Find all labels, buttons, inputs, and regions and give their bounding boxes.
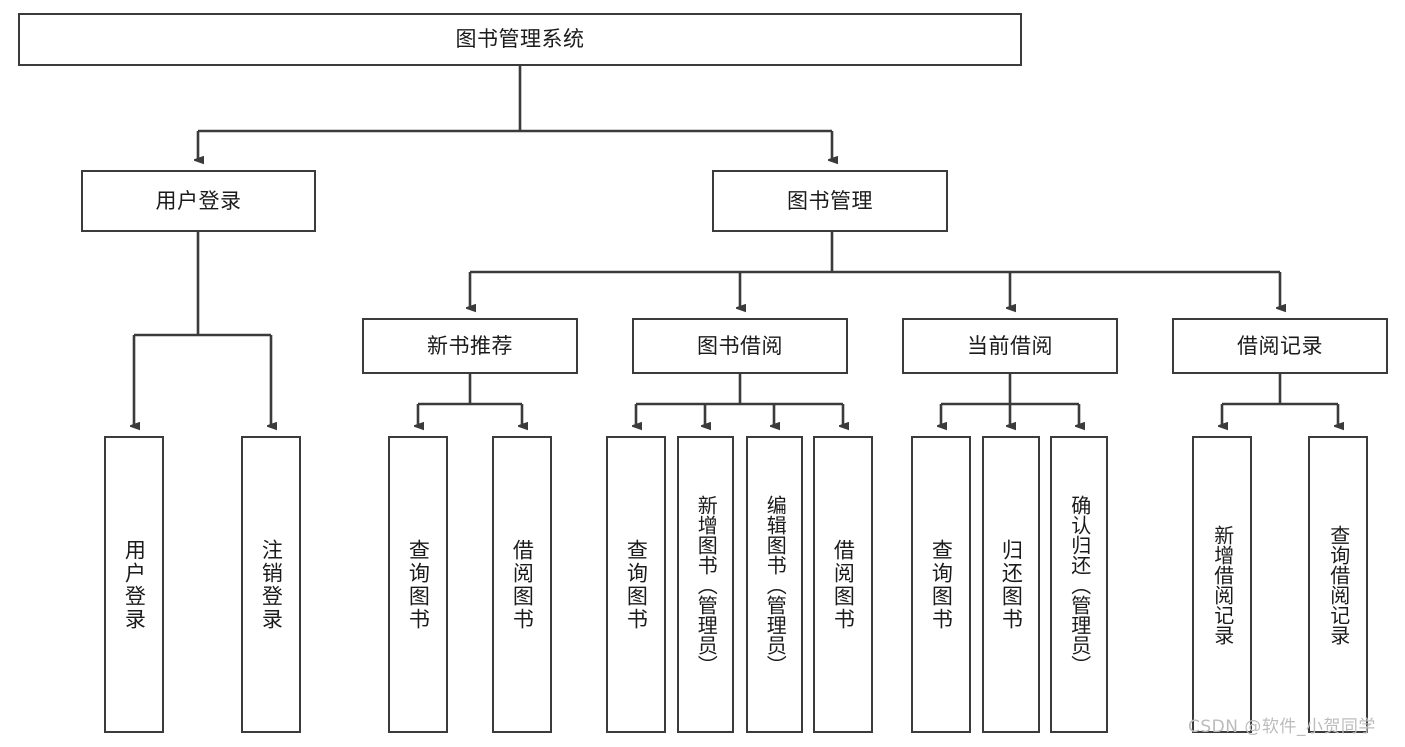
node-label: 借阅图书 — [510, 538, 535, 631]
node-label: 编辑图书（管理员） — [763, 494, 788, 675]
node-book-borrow[interactable]: 图书借阅 — [632, 318, 848, 374]
node-label: 注销登录 — [259, 538, 284, 631]
node-label: 归还图书 — [999, 538, 1024, 631]
leaf-borrow-book[interactable]: 借阅图书 — [813, 436, 873, 733]
node-label: 图书管理 — [787, 188, 873, 213]
node-label: 新增图书（管理员） — [694, 494, 719, 675]
node-label: 当前借阅 — [967, 333, 1053, 358]
leaf-query-book-borrow[interactable]: 查询图书 — [606, 436, 666, 733]
leaf-query-book-recommend[interactable]: 查询图书 — [388, 436, 448, 733]
leaf-return-book[interactable]: 归还图书 — [982, 436, 1040, 733]
node-label: 查询图书 — [929, 538, 954, 631]
node-current-borrow[interactable]: 当前借阅 — [902, 318, 1118, 374]
node-label: 确认归还（管理员） — [1067, 494, 1092, 675]
leaf-user-login[interactable]: 用户登录 — [104, 436, 164, 733]
node-root-system[interactable]: 图书管理系统 — [18, 13, 1022, 66]
node-label: 新增借阅记录 — [1210, 524, 1235, 645]
node-label: 查询图书 — [624, 538, 649, 631]
node-label: 借阅记录 — [1237, 333, 1323, 358]
node-label: 用户登录 — [122, 538, 147, 631]
node-label: 图书管理系统 — [455, 27, 585, 52]
node-book-management[interactable]: 图书管理 — [712, 170, 948, 232]
node-label: 查询借阅记录 — [1326, 524, 1351, 645]
node-borrow-record[interactable]: 借阅记录 — [1172, 318, 1388, 374]
leaf-edit-book-admin[interactable]: 编辑图书（管理员） — [746, 436, 803, 733]
watermark-text: CSDN @软件_小贺同学 — [1188, 717, 1376, 737]
leaf-add-borrow-record[interactable]: 新增借阅记录 — [1192, 436, 1252, 733]
node-new-book-recommend[interactable]: 新书推荐 — [362, 318, 578, 374]
leaf-add-book-admin[interactable]: 新增图书（管理员） — [677, 436, 734, 733]
node-label: 图书借阅 — [697, 333, 783, 358]
node-label: 用户登录 — [155, 188, 242, 213]
leaf-borrow-book-recommend[interactable]: 借阅图书 — [492, 436, 552, 733]
leaf-query-book-current[interactable]: 查询图书 — [911, 436, 971, 733]
leaf-user-logout[interactable]: 注销登录 — [241, 436, 301, 733]
node-label: 借阅图书 — [831, 538, 856, 631]
node-user-login[interactable]: 用户登录 — [81, 170, 316, 232]
node-label: 查询图书 — [406, 538, 431, 631]
node-label: 新书推荐 — [427, 333, 513, 358]
leaf-confirm-return-admin[interactable]: 确认归还（管理员） — [1050, 436, 1108, 733]
leaf-query-borrow-record[interactable]: 查询借阅记录 — [1308, 436, 1368, 733]
